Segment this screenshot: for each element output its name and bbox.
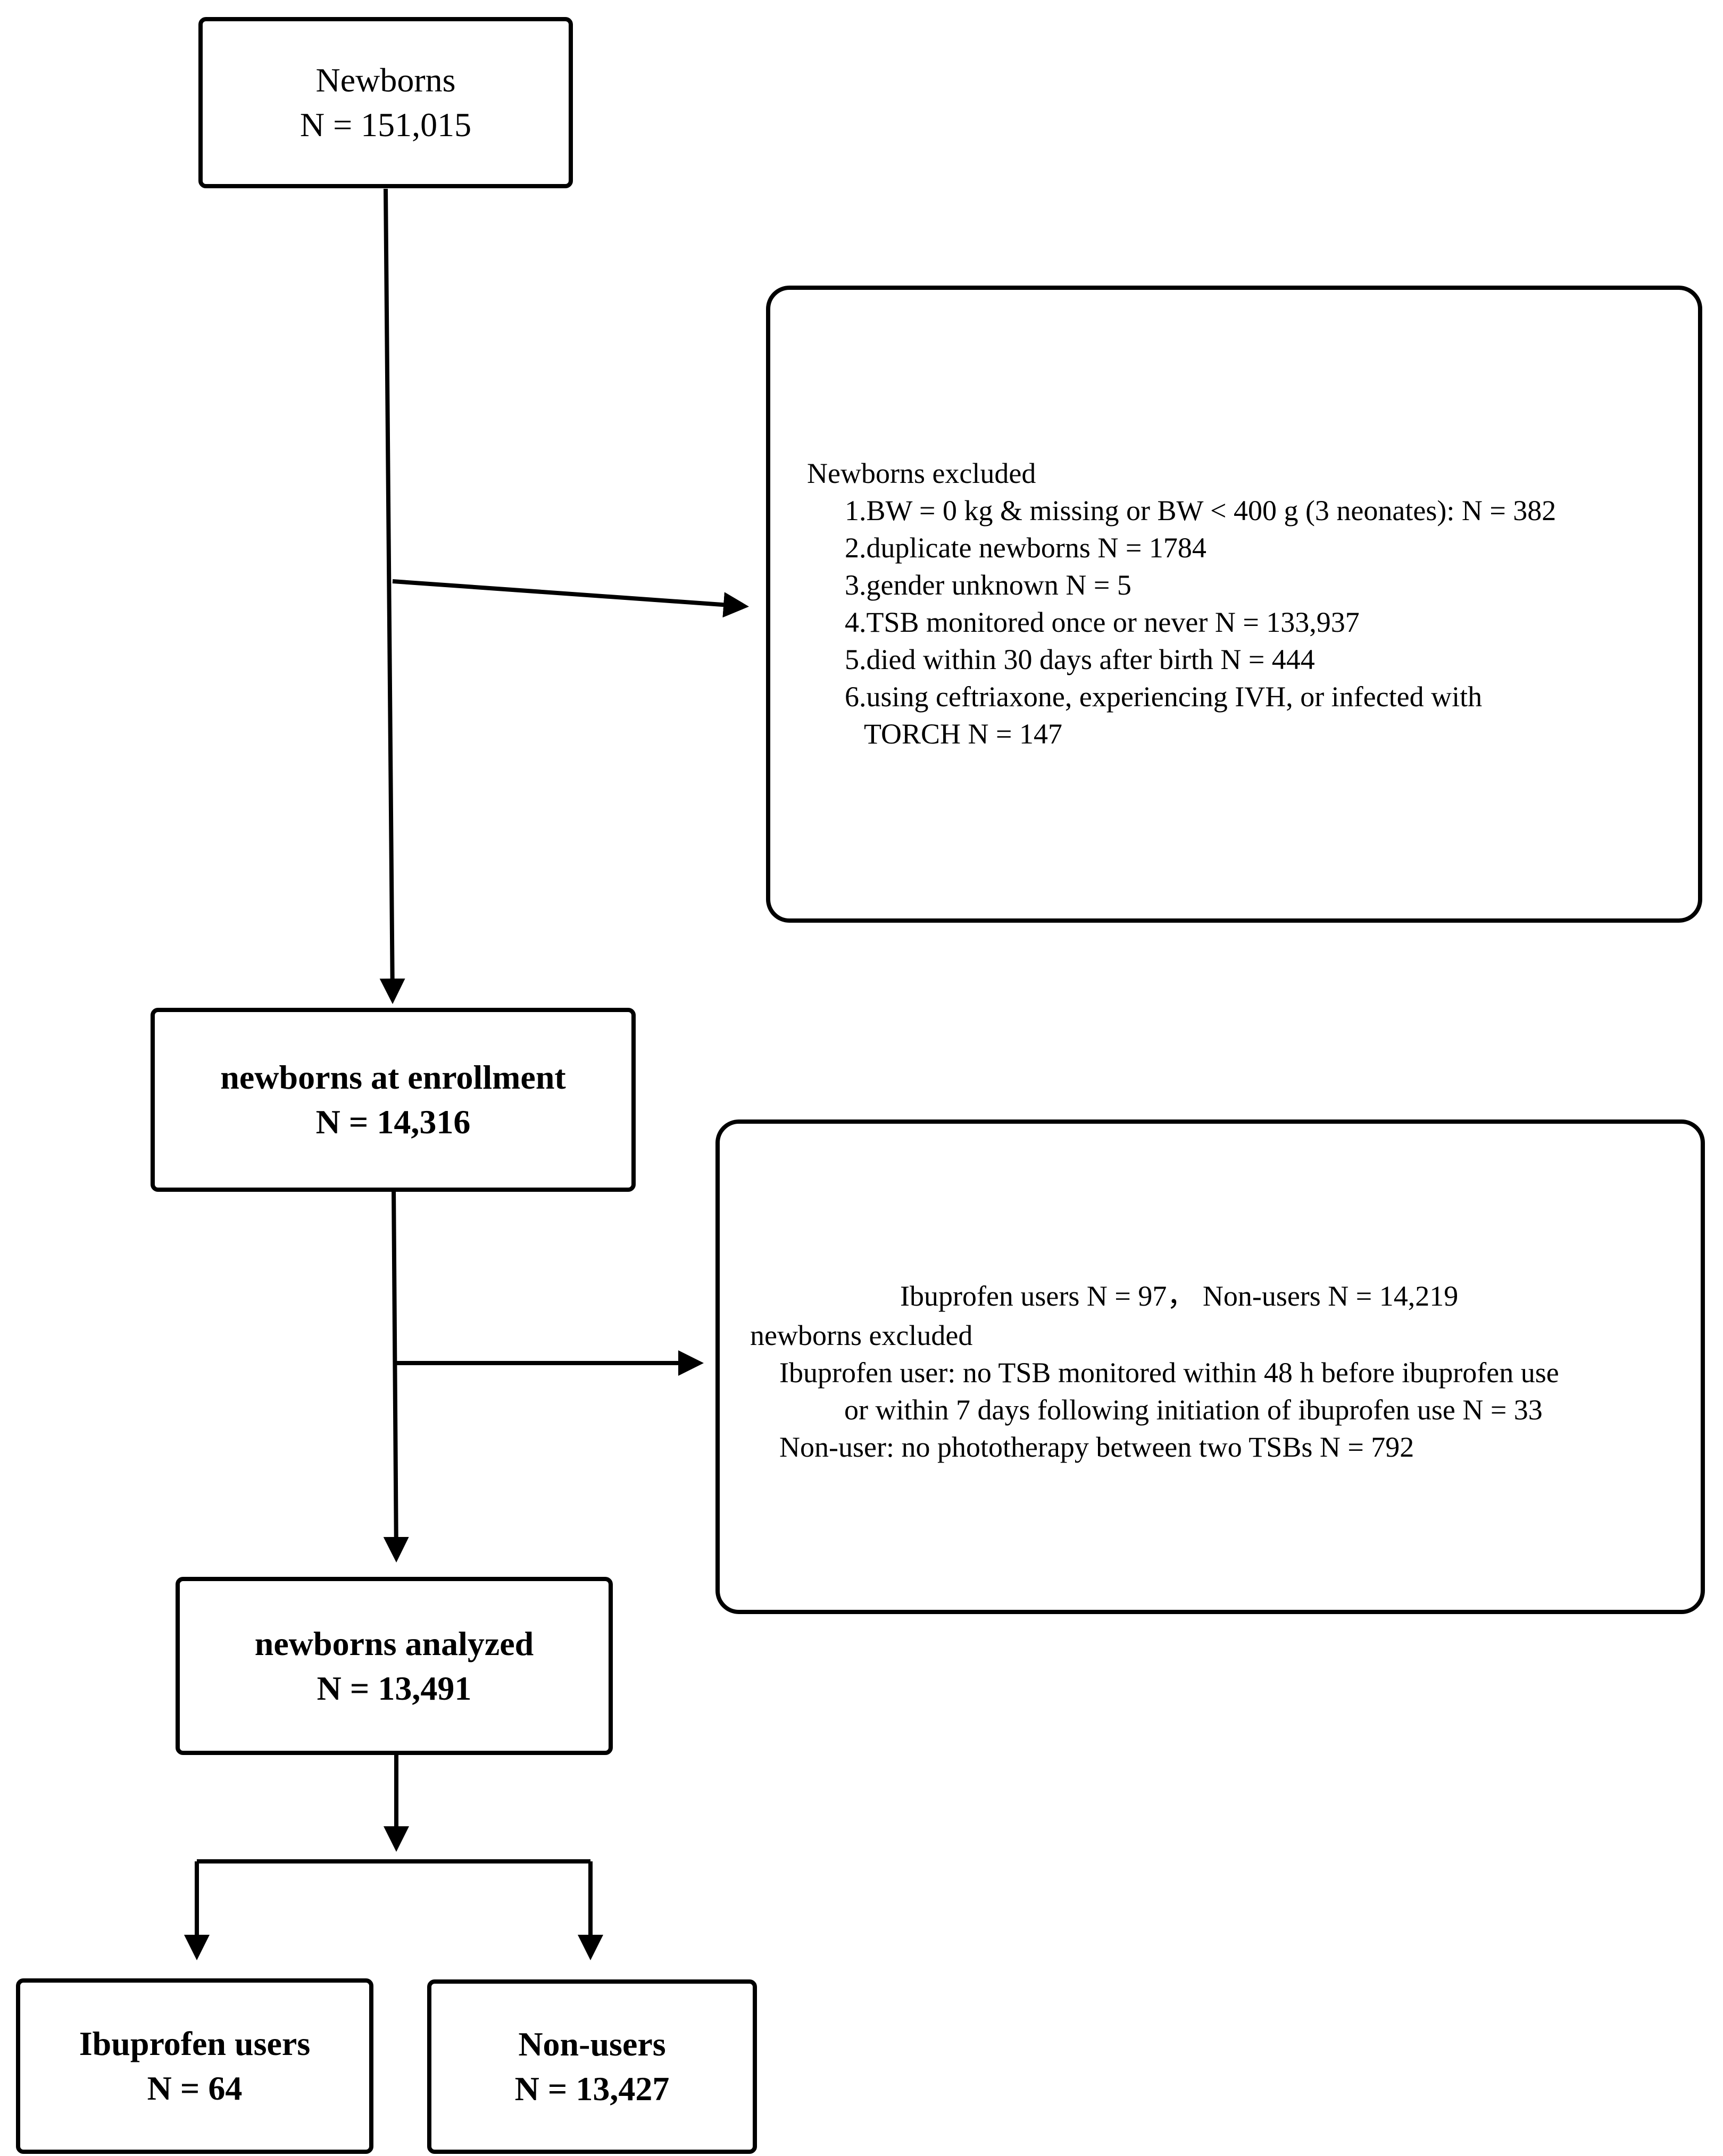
non-users-count: N = 13,427 <box>514 2070 670 2108</box>
exclusion-summary-2: Ibuprofen users N = 97， Non-users N = 14… <box>900 1280 1459 1312</box>
non-users-title: Non-users <box>518 2025 666 2063</box>
analyzed-title: newborns analyzed <box>254 1624 534 1662</box>
arrow-to-exclusion-box-1 <box>392 579 749 618</box>
exclusion-detail-ibuprofen-continued: or within 7 days following initiation of… <box>844 1394 1543 1426</box>
arrow-newborns-to-enrollment <box>379 188 405 1004</box>
newborns-box: Newborns N = 151,015 <box>198 17 573 188</box>
analyzed-count: N = 13,491 <box>317 1669 472 1707</box>
exclusion-item-3: 3.gender unknown N = 5 <box>845 569 1131 601</box>
non-users-box: Non-users N = 13,427 <box>427 1979 757 2154</box>
exclusion-item-6: 6.using ceftriaxone, experiencing IVH, o… <box>845 681 1483 713</box>
exclusion-item-5: 5.died within 30 days after birth N = 44… <box>845 644 1315 675</box>
enrollment-box: newborns at enrollment N = 14,316 <box>151 1008 636 1192</box>
arrow-enrollment-to-analyzed <box>383 1185 409 1562</box>
exclusion-item-6-continued: TORCH N = 147 <box>864 718 1062 750</box>
exclusion-heading-2: newborns excluded <box>750 1319 973 1351</box>
ibuprofen-users-box: Ibuprofen users N = 64 <box>16 1978 373 2154</box>
ibuprofen-users-title: Ibuprofen users <box>79 2025 311 2062</box>
exclusion-heading-1: Newborns excluded <box>807 457 1036 489</box>
newborns-title: Newborns <box>315 61 456 99</box>
exclusion-list-1: Newborns excluded 1.BW = 0 kg & missing … <box>807 455 1556 753</box>
exclusion-item-4: 4.TSB monitored once or never N = 133,93… <box>845 606 1360 638</box>
enrollment-title: newborns at enrollment <box>220 1058 566 1096</box>
exclusion-item-2: 2.duplicate newborns N = 1784 <box>845 532 1206 564</box>
ibuprofen-users-count: N = 64 <box>147 2069 243 2107</box>
exclusion-box-2 <box>715 1119 1705 1614</box>
analyzed-box: newborns analyzed N = 13,491 <box>176 1577 613 1755</box>
exclusion-list-2: Ibuprofen users N = 97， Non-users N = 14… <box>750 1275 1559 1466</box>
exclusion-detail-non-user: Non-user: no phototherapy between two TS… <box>779 1431 1414 1463</box>
newborns-count: N = 151,015 <box>299 106 472 144</box>
enrollment-count: N = 14,316 <box>315 1103 471 1141</box>
exclusion-box-1 <box>766 286 1702 923</box>
exclusion-detail-ibuprofen: Ibuprofen user: no TSB monitored within … <box>779 1357 1559 1389</box>
exclusion-item-1: 1.BW = 0 kg & missing or BW < 400 g (3 n… <box>845 495 1556 527</box>
